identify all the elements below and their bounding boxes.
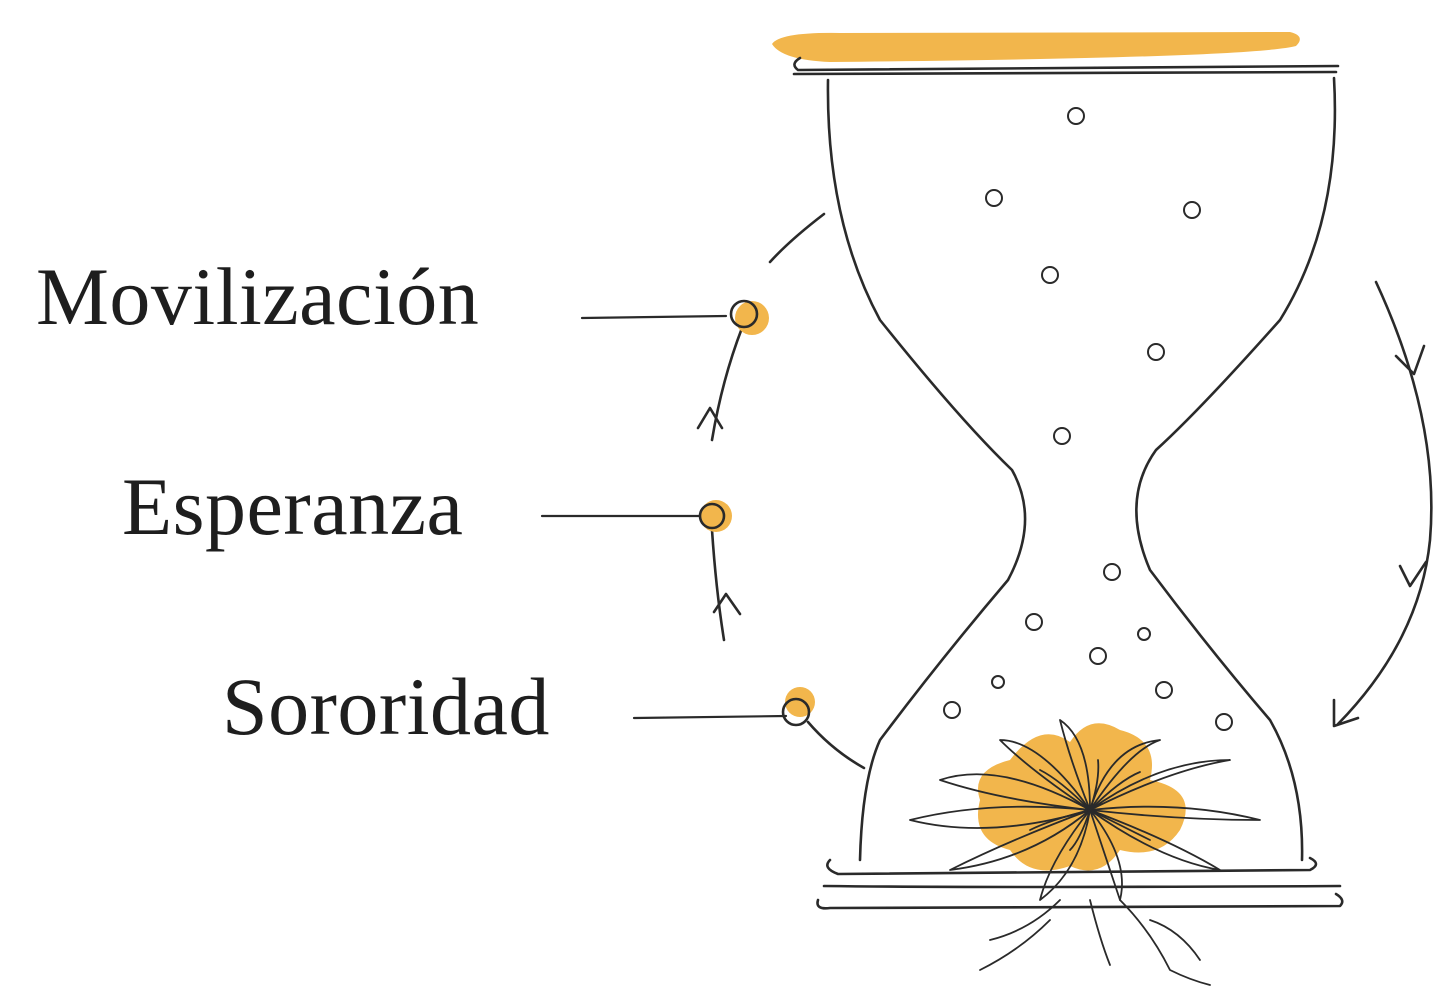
milestone-dot-esperanza (698, 500, 732, 532)
flower-icon (909, 719, 1261, 986)
hourglass-left-outline (826, 78, 1027, 862)
cycle-arc-left (696, 212, 866, 770)
hourglass-bottom-base (816, 856, 1344, 910)
connector-sororidad (632, 714, 788, 720)
label-sororidad: Sororidad (222, 661, 550, 752)
milestone-dot-movilizacion (729, 299, 769, 335)
label-movilizacion: Movilización (36, 251, 480, 342)
hourglass-right-outline (1135, 76, 1337, 862)
milestone-dot-sororidad (781, 687, 815, 727)
connector-movilizacion (580, 314, 728, 320)
cycle-arc-right (1332, 280, 1433, 728)
hourglass-top-cap (772, 32, 1340, 76)
sand-bubbles (943, 107, 1233, 731)
label-esperanza: Esperanza (122, 461, 464, 552)
